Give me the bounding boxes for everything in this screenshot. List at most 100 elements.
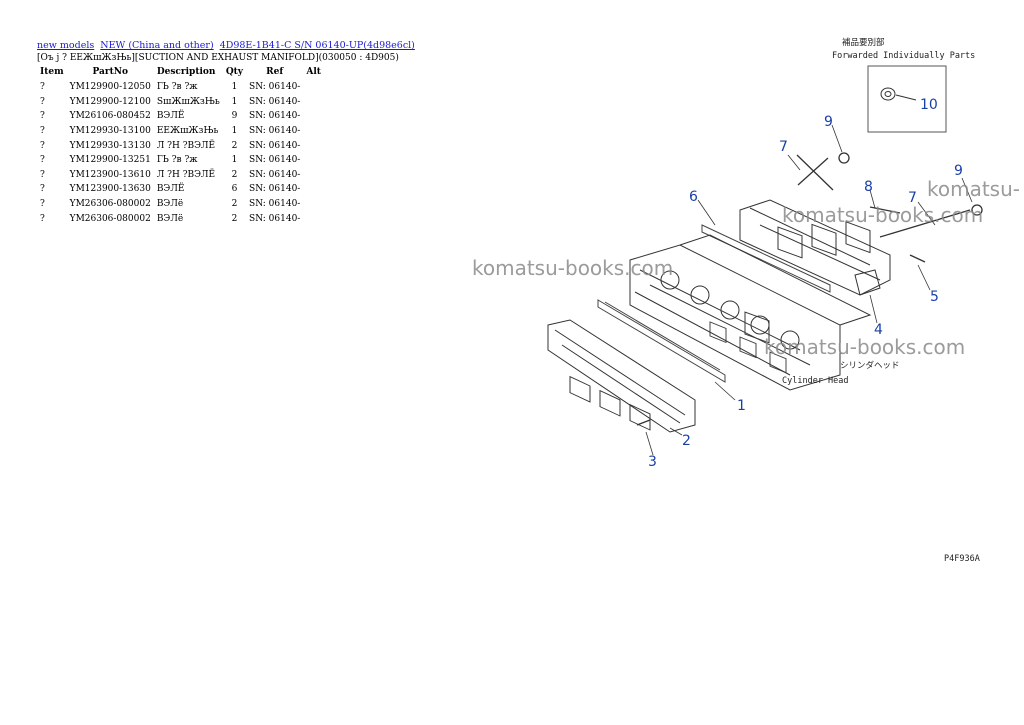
cell-ref: SN: 06140- (249, 213, 301, 224)
cylinder-head-drawing (629, 234, 872, 391)
cell-qty: 1 (231, 155, 238, 166)
cell-alt (303, 211, 324, 226)
cell-qty: 1 (231, 96, 238, 107)
cylinder-head-label-jp: シリンダヘッド (840, 360, 900, 371)
watermark-3: komatsu-books.com (764, 335, 965, 359)
callout-10: 10 (920, 97, 938, 113)
cell-alt (303, 80, 324, 95)
forwarded-parts-box (867, 65, 947, 133)
cell-item: ? (40, 82, 45, 93)
table-row: ? YM129900-12050 ГЬ ?в ?ж 1 SN: 06140- (37, 80, 324, 95)
breadcrumb-link-region[interactable]: NEW (China and other) (100, 40, 214, 51)
cell-alt (303, 197, 324, 212)
cell-partno: YM129930-13130 (69, 140, 151, 151)
callout-9-right: 9 (954, 163, 963, 179)
intake-gasket-drawing (597, 299, 726, 383)
part-10-nut-drawing (880, 87, 917, 101)
cell-partno: YM123900-13610 (69, 169, 151, 180)
cell-alt (303, 138, 324, 153)
cell-partno: YM129900-12050 (69, 82, 151, 93)
cell-item: ? (40, 96, 45, 107)
watermark-2: komatsu-books.com (782, 203, 983, 227)
cell-qty: 2 (231, 140, 238, 151)
cell-alt (303, 153, 324, 168)
callout-8: 8 (864, 179, 873, 195)
page-subtitle: [Оъ j ? ЕЕЖшЖзЊь][SUCTION AND EXHAUST MA… (37, 53, 399, 63)
callout-7-left: 7 (779, 139, 788, 155)
cell-description: ВЭЛЁ (156, 184, 185, 195)
cell-description: ГЬ ?в ?ж (156, 82, 198, 93)
cell-qty: 9 (231, 111, 238, 122)
table-row: ? YM129930-13130 Л ?Н ?ВЭЛЁ 2 SN: 06140- (37, 138, 324, 153)
callout-2: 2 (682, 433, 691, 449)
cell-item: ? (40, 126, 45, 137)
cell-item: ? (40, 184, 45, 195)
cell-ref: SN: 06140- (249, 169, 301, 180)
cell-qty: 2 (231, 213, 238, 224)
cell-description: ВЭЛё (156, 199, 184, 210)
forwarded-parts-label-jp: 補品要別部 (842, 37, 885, 48)
cell-ref: SN: 06140- (249, 140, 301, 151)
cell-item: ? (40, 140, 45, 151)
callout-4: 4 (874, 322, 883, 338)
cell-partno: YM26106-080452 (69, 111, 151, 122)
table-row: ? YM123900-13630 ВЭЛЁ 6 SN: 06140- (37, 182, 324, 197)
callout-3: 3 (648, 454, 657, 470)
callout-9-left: 9 (824, 114, 833, 130)
table-header-row: Item PartNo Description Qty Ref Alt (37, 66, 324, 80)
cell-ref: SN: 06140- (249, 82, 301, 93)
cell-ref: SN: 06140- (249, 155, 301, 166)
cell-description: Л ?Н ?ВЭЛЁ (156, 140, 216, 151)
breadcrumb-link-model[interactable]: 4D98E-1B41-C S/N 06140-UP(4d98e6cl) (219, 40, 415, 51)
forwarded-parts-label: Forwarded Individually Parts (832, 51, 975, 61)
parts-table: Item PartNo Description Qty Ref Alt ? YM1… (37, 66, 324, 226)
cell-alt (303, 109, 324, 124)
table-row: ? YM26306-080002 ВЭЛё 2 SN: 06140- (37, 197, 324, 212)
cell-ref: SN: 06140- (249, 96, 301, 107)
column-header-item: Item (40, 67, 64, 77)
cell-description: ГЬ ?в ?ж (156, 155, 198, 166)
cell-partno: YM123900-13630 (69, 184, 151, 195)
cell-qty: 1 (231, 126, 238, 137)
cell-ref: SN: 06140- (249, 111, 301, 122)
column-header-ref: Ref (266, 67, 284, 77)
cell-ref: SN: 06140- (249, 184, 301, 195)
cell-partno: YM26306-080002 (69, 213, 151, 224)
breadcrumb-link-new-models[interactable]: new models (37, 40, 95, 51)
cell-description: ВЭЛё (156, 213, 184, 224)
intake-manifold-drawing (547, 319, 696, 433)
cell-qty: 1 (231, 82, 238, 93)
cell-description: ВЭЛЁ (156, 111, 185, 122)
table-row: ? YM26106-080452 ВЭЛЁ 9 SN: 06140- (37, 109, 324, 124)
column-header-partno: PartNo (92, 67, 128, 77)
cell-partno: YM26306-080002 (69, 199, 151, 210)
exhaust-gasket-drawing (701, 224, 831, 374)
cell-item: ? (40, 169, 45, 180)
cell-ref: SN: 06140- (249, 199, 301, 210)
exploded-parts-diagram: 補品要別部 Forwarded Individually Parts シリンダヘ… (472, 37, 1020, 564)
cell-qty: 2 (231, 199, 238, 210)
cylinder-head-label: Cylinder Head (782, 376, 849, 386)
watermark-4: komatsu- (927, 177, 1020, 201)
cell-partno: YM129900-13251 (69, 155, 151, 166)
callout-7-right: 7 (908, 190, 917, 206)
cell-alt (303, 168, 324, 183)
column-header-qty: Qty (225, 67, 244, 77)
callout-5: 5 (930, 289, 939, 305)
callout-1: 1 (737, 398, 746, 414)
cell-qty: 2 (231, 169, 238, 180)
cell-item: ? (40, 199, 45, 210)
drawing-code: P4F936A (944, 554, 980, 564)
watermark-1: komatsu-books.com (472, 256, 673, 280)
cell-item: ? (40, 111, 45, 122)
cell-partno: YM129930-13100 (69, 126, 151, 137)
callout-6: 6 (689, 189, 698, 205)
cell-qty: 6 (231, 184, 238, 195)
callout-leaders (645, 124, 973, 456)
column-header-alt: Alt (306, 67, 321, 77)
cell-description: ЕЕЖшЖзЊь (156, 126, 219, 137)
